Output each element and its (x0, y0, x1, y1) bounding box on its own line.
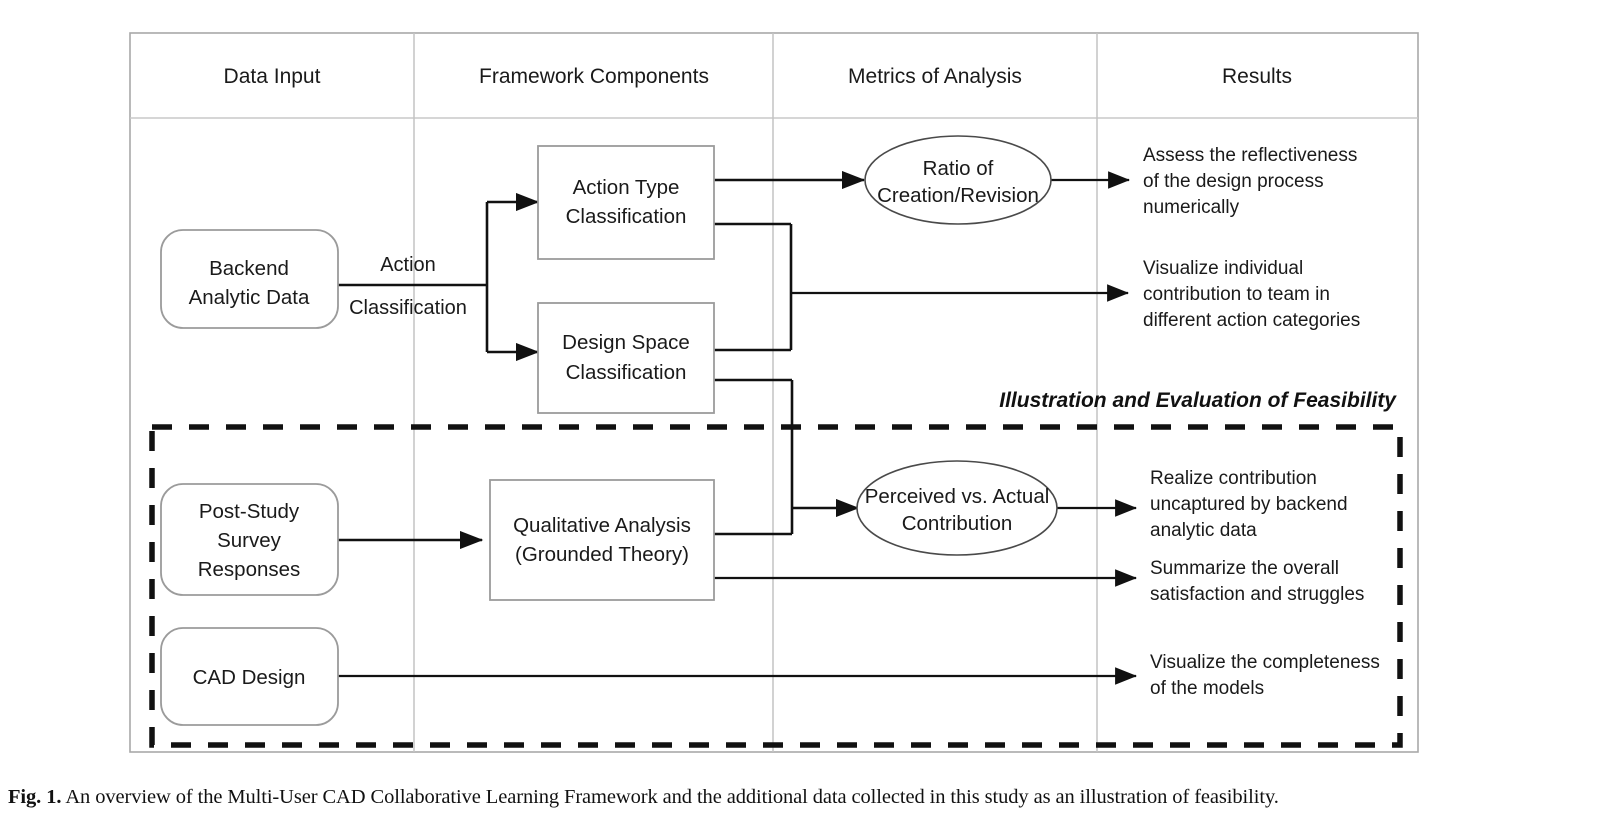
feasibility-region: Illustration and Evaluation of Feasibili… (149, 389, 1403, 748)
result-visualize-completeness: Visualize the completeness of the models (1150, 652, 1380, 699)
column-header-metrics-of-analysis: Metrics of Analysis (848, 65, 1022, 88)
post-study-survey-line2: Survey (217, 529, 282, 552)
cad-design-shape (160, 627, 339, 726)
visualize-individual-line2: contribution to team in (1143, 284, 1330, 305)
result-summarize-overall: Summarize the overall satisfaction and s… (1150, 558, 1364, 605)
ratio-metric-shape (864, 135, 1052, 225)
node-backend-analytic-data[interactable]: Backend Analytic Data (160, 229, 339, 329)
node-perceived-vs-actual-contribution[interactable]: Perceived vs. Actual Contribution (856, 460, 1058, 556)
qualitative-analysis-shape (489, 479, 715, 601)
visualize-completeness-line1: Visualize the completeness (1150, 652, 1380, 673)
node-post-study-survey-responses[interactable]: Post-Study Survey Responses (160, 483, 339, 596)
column-headers: Data Input Framework Components Metrics … (224, 65, 1292, 88)
backend-analytic-data-shape (160, 229, 339, 329)
backend-analytic-data-line1: Backend (209, 257, 289, 280)
assess-reflectiveness-line2: of the design process (1143, 171, 1324, 192)
figure-caption: Fig. 1. An overview of the Multi-User CA… (8, 786, 1592, 809)
column-header-data-input: Data Input (224, 65, 321, 88)
feasibility-dashed-box (149, 424, 1403, 748)
ratio-metric-line1: Ratio of (923, 157, 994, 180)
table-frame (129, 32, 1419, 753)
post-study-survey-line1: Post-Study (199, 500, 300, 523)
perceived-metric-line1: Perceived vs. Actual (865, 485, 1050, 508)
visualize-individual-line3: different action categories (1143, 310, 1360, 331)
summarize-overall-line1: Summarize the overall (1150, 558, 1339, 579)
assess-reflectiveness-line1: Assess the reflectiveness (1143, 145, 1357, 166)
qualitative-analysis-line1: Qualitative Analysis (513, 514, 691, 537)
figure-caption-text: An overview of the Multi-User CAD Collab… (65, 786, 1279, 808)
action-type-line2: Classification (566, 205, 687, 228)
backend-analytic-data-line2: Analytic Data (189, 286, 310, 309)
feasibility-banner-label: Illustration and Evaluation of Feasibili… (999, 389, 1397, 412)
summarize-overall-line2: satisfaction and struggles (1150, 584, 1364, 605)
column-header-framework-components: Framework Components (479, 65, 709, 88)
realize-contribution-line3: analytic data (1150, 520, 1257, 541)
node-cad-design[interactable]: CAD Design (160, 627, 339, 726)
figure-caption-prefix: Fig. 1. (8, 786, 62, 808)
edge-label-action-classification: Action Classification (349, 254, 467, 319)
action-type-shape (537, 145, 715, 260)
table-outer-border (129, 32, 1419, 753)
column-header-results: Results (1222, 65, 1292, 88)
node-design-space-classification[interactable]: Design Space Classification (537, 302, 715, 414)
cad-design-line1: CAD Design (193, 666, 306, 689)
result-realize-contribution: Realize contribution uncaptured by backe… (1150, 468, 1348, 541)
visualize-individual-line1: Visualize individual (1143, 258, 1303, 279)
perceived-metric-shape (856, 460, 1058, 556)
assess-reflectiveness-line3: numerically (1143, 197, 1240, 218)
node-action-type-classification[interactable]: Action Type Classification (537, 145, 715, 260)
post-study-survey-line3: Responses (198, 558, 301, 581)
visualize-completeness-line2: of the models (1150, 678, 1264, 699)
realize-contribution-line2: uncaptured by backend (1150, 494, 1348, 515)
design-space-line2: Classification (566, 361, 687, 384)
ratio-metric-line2: Creation/Revision (877, 184, 1039, 207)
qualitative-analysis-line2: (Grounded Theory) (515, 543, 689, 566)
realize-contribution-line1: Realize contribution (1150, 468, 1317, 489)
edge-label-classification: Classification (349, 297, 467, 319)
action-type-line1: Action Type (573, 176, 680, 199)
node-ratio-of-creation-revision[interactable]: Ratio of Creation/Revision (864, 135, 1052, 225)
design-space-line1: Design Space (562, 331, 690, 354)
connectors (338, 170, 1138, 685)
design-space-shape (537, 302, 715, 414)
post-study-survey-shape (160, 483, 339, 596)
perceived-metric-line2: Contribution (902, 512, 1013, 535)
result-assess-reflectiveness: Assess the reflectiveness of the design … (1143, 145, 1357, 218)
result-visualize-individual-contribution: Visualize individual contribution to tea… (1143, 258, 1360, 331)
node-qualitative-analysis[interactable]: Qualitative Analysis (Grounded Theory) (489, 479, 715, 601)
edge-label-action: Action (380, 254, 436, 276)
